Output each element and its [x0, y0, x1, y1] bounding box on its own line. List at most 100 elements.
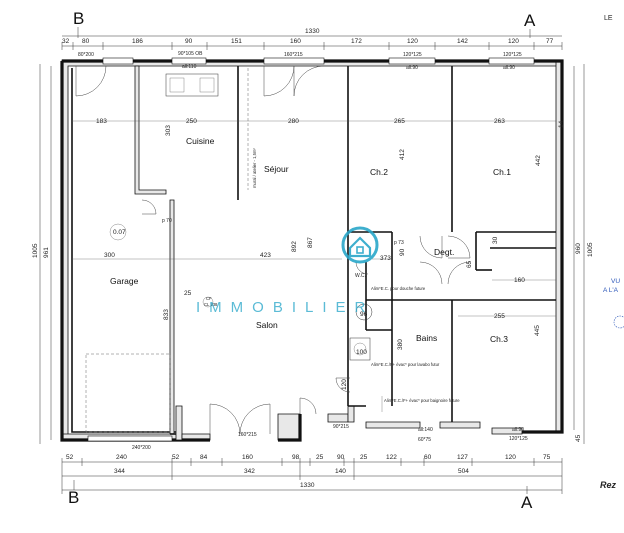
dim-442: 442 [535, 155, 542, 166]
dim-30: 30 [492, 236, 499, 244]
opening-80x200: 80*200 [78, 52, 94, 58]
bottom-dim-84: 84 [200, 454, 208, 461]
left-dim-1005: 1005 [32, 243, 39, 258]
stamp-mark [613, 315, 624, 329]
section-marker-bottom-right: A [521, 493, 533, 512]
opening-all90-a: all:90 [406, 65, 418, 71]
opening-160x215-bottom: 160*215 [238, 432, 257, 438]
bottom-total-dim: 1330 [300, 482, 315, 489]
bottom-dim-120: 120 [505, 454, 516, 461]
dim-833: 833 [163, 309, 170, 320]
opening-all110: all:110 [182, 64, 197, 70]
bottom-dim-25: 25 [316, 454, 324, 461]
dim-867: 867 [307, 237, 314, 248]
opening-all90-c: all:90 [512, 427, 524, 433]
room-label-ch2: Ch.2 [370, 167, 388, 177]
garage-vehicle-area [85, 353, 171, 433]
opening-all140: all:140 [418, 427, 433, 433]
opening-60x75: 60*75 [418, 437, 431, 443]
top-dim-77: 77 [546, 38, 554, 45]
top-dim-160: 160 [290, 38, 301, 45]
garage-cuisine-wall [134, 65, 167, 195]
bottom-walls [175, 405, 523, 442]
opening-90x215: 90*215 [333, 424, 349, 430]
bottom-dim-52b: 52 [172, 454, 180, 461]
dim-300: 300 [104, 252, 115, 259]
top-segment-ticks [61, 42, 563, 50]
dim-p73: p 73 [394, 240, 404, 246]
garage-salon-wall [169, 199, 175, 435]
section-marker-top-right: A [524, 11, 536, 30]
bottom-dim-127: 127 [457, 454, 468, 461]
bottom-dim-90: 90 [337, 454, 345, 461]
top-dim-80: 80 [82, 38, 90, 45]
dim-p70: p 70 [162, 218, 172, 224]
section-marker-bottom-left: B [68, 488, 79, 507]
dim-65: 65 [466, 260, 473, 268]
opening-120x125-b: 120*125 [503, 52, 522, 58]
section-marker-top-left: B [73, 9, 84, 28]
dim-412: 412 [399, 149, 406, 160]
opening-all90-b: all:90 [503, 65, 515, 71]
opening-240x200: 240*200 [132, 445, 151, 451]
dim-96: 96 [360, 311, 368, 318]
top-windows [102, 57, 535, 65]
top-dim-142: 142 [457, 38, 468, 45]
bottom-dim-52: 52 [66, 454, 74, 461]
top-dim-32: 32 [62, 38, 70, 45]
room-label-salon: Salon [256, 320, 278, 330]
room-label-ch1: Ch.1 [493, 167, 511, 177]
dim-303: 303 [165, 125, 172, 136]
opening-120x125-a: 120*125 [403, 52, 422, 58]
dim-183: 183 [96, 118, 107, 125]
kitchen-stove [169, 77, 185, 93]
interior-partitions [237, 66, 556, 422]
bottom-dim-342: 342 [244, 468, 255, 475]
edge-text-vu-2: A L'A [603, 287, 619, 294]
dim-892: 892 [291, 241, 298, 252]
dim-25: 25 [184, 290, 192, 297]
top-dim-120b: 120 [508, 38, 519, 45]
top-dim-151: 151 [231, 38, 242, 45]
bottom-dim-122: 122 [386, 454, 397, 461]
top-total-dim: 1330 [305, 28, 320, 35]
note-douche: Alim*E.C. pour douche future [371, 286, 426, 291]
right-dim-45: 45 [575, 434, 582, 442]
right-dim-960: 960 [575, 243, 582, 254]
dim-100: 100 [356, 349, 367, 356]
watermark: IMMOBILIER [196, 226, 379, 316]
top-dim-172: 172 [351, 38, 362, 45]
dim-380: 380 [397, 339, 404, 350]
garage-door [87, 435, 173, 442]
room-label-sejour: Séjour [264, 164, 289, 174]
bottom-dim-160: 160 [242, 454, 253, 461]
note-atelier: mural / atelier - 1,5m² [252, 148, 257, 188]
dim-265: 265 [394, 118, 405, 125]
top-dim-186: 186 [132, 38, 143, 45]
opening-120x125-c: 120*125 [509, 436, 528, 442]
dim-445: 445 [534, 325, 541, 336]
room-label-wc: W.C. [355, 273, 366, 279]
dim-373: 373 [380, 255, 391, 262]
note-wc-future: Alim*E.C./F+ évac* pour lavabo futur [371, 362, 440, 367]
opening-90x105: 90*105 OB [178, 51, 203, 57]
room-label-cuisine: Cuisine [186, 136, 215, 146]
note-baignoire: Alim*E.C./F+ évac* pour baignoire future [384, 398, 460, 403]
edge-text-vu: VU [611, 278, 620, 285]
dim-90: 90 [399, 248, 406, 256]
bottom-dim-344: 344 [114, 468, 125, 475]
kitchen-counter [165, 73, 219, 97]
bottom-dim-60: 60 [424, 454, 432, 461]
edge-text-rez: Rez [600, 480, 617, 490]
bottom-ticks [61, 458, 563, 494]
watermark-house-icon [341, 226, 379, 264]
dim-007: 0.07 [113, 229, 126, 236]
note-cf-ref: CL 238 [204, 302, 218, 307]
watermark-brand: IMMOBILIER [196, 299, 374, 316]
room-label-ch3: Ch.3 [490, 334, 508, 344]
dim-120: 120 [341, 379, 348, 390]
kitchen-sink [199, 77, 215, 93]
dim-250: 250 [186, 118, 197, 125]
bottom-dim-75: 75 [543, 454, 551, 461]
dim-280: 280 [288, 118, 299, 125]
